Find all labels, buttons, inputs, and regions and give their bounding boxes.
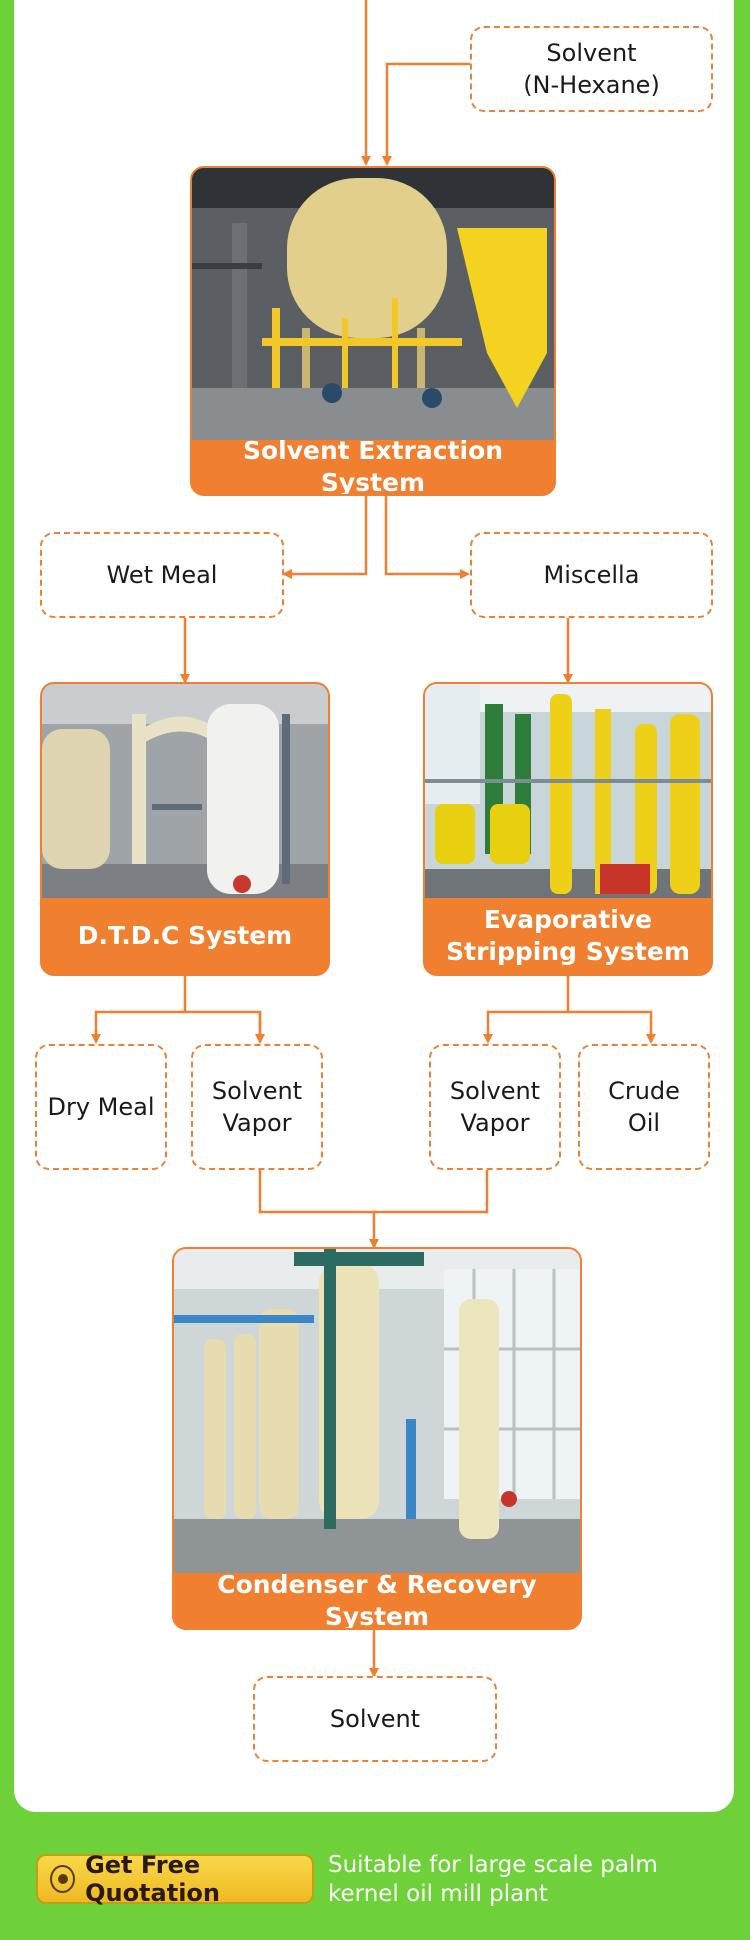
get-free-quotation-button[interactable]: Get Free Quotation <box>36 1851 314 1907</box>
miscella-box: Miscella <box>470 532 713 618</box>
evaporative-card: Evaporative Stripping System <box>423 682 713 976</box>
evaporative-plant-photo <box>425 684 711 900</box>
wet-meal-box: Wet Meal <box>40 532 284 618</box>
condenser-plant-photo <box>174 1249 580 1573</box>
dtdc-card: D.T.D.C System <box>40 682 330 976</box>
dtdc-label: D.T.D.C System <box>42 898 328 974</box>
solvent-vapor-left-box: Solvent Vapor <box>191 1044 323 1170</box>
target-icon <box>50 1865 76 1893</box>
solvent-input-box: Solvent (N-Hexane) <box>470 26 713 112</box>
get-free-quotation-label: Get Free Quotation <box>85 1851 220 1907</box>
dry-meal-box: Dry Meal <box>35 1044 167 1170</box>
extraction-plant-photo <box>192 168 554 442</box>
solvent-extraction-card: Solvent Extraction System <box>190 166 556 496</box>
evaporative-label: Evaporative Stripping System <box>425 898 711 974</box>
footer-tagline: Suitable for large scale palm kernel oil… <box>328 1852 658 1907</box>
solvent-vapor-right-box: Solvent Vapor <box>429 1044 561 1170</box>
solvent-output-box: Solvent <box>253 1676 497 1762</box>
condenser-card: Condenser & Recovery System <box>172 1247 582 1630</box>
crude-oil-box: Crude Oil <box>578 1044 710 1170</box>
condenser-label: Condenser & Recovery System <box>174 1570 580 1628</box>
solvent-extraction-label: Solvent Extraction System <box>192 436 554 494</box>
dtdc-plant-photo <box>42 684 328 900</box>
